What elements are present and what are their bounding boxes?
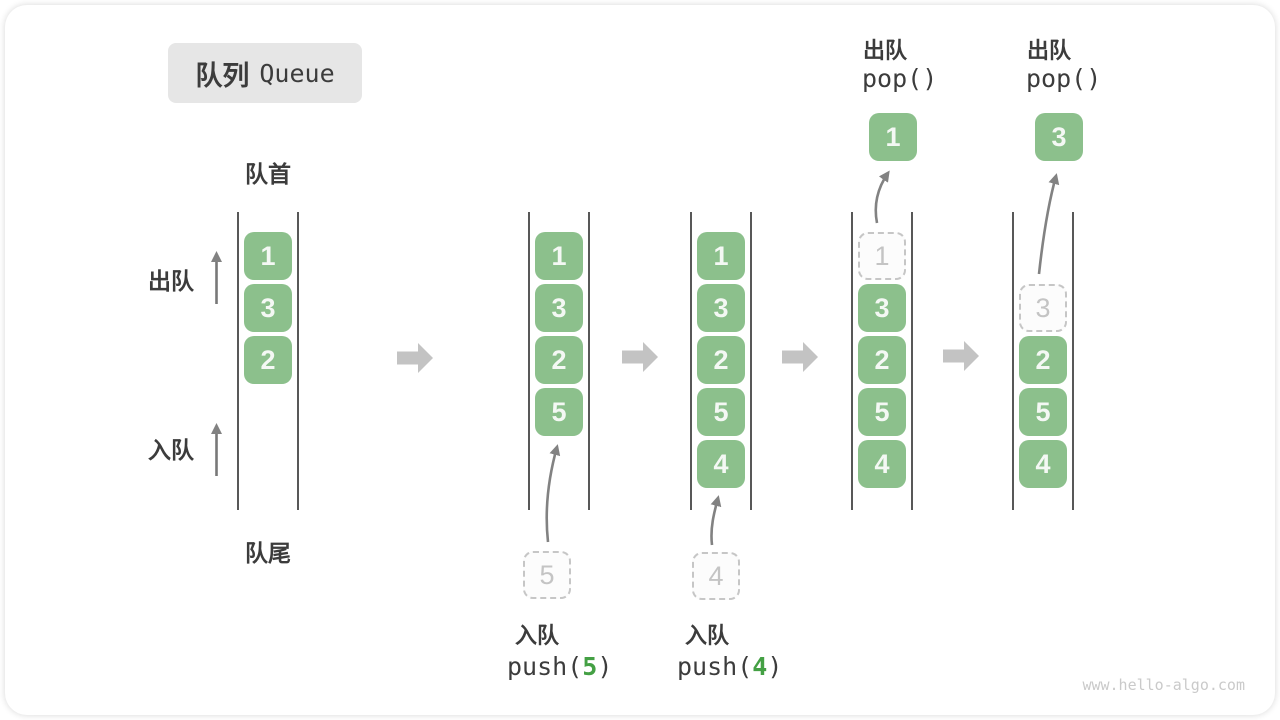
queue5-right-wall bbox=[1072, 212, 1074, 510]
label-queue-front: 队首 bbox=[245, 161, 291, 187]
queue5-ghost-box: 3 bbox=[1019, 284, 1067, 332]
title-en: Queue bbox=[259, 58, 335, 88]
queue3-left-wall bbox=[690, 212, 692, 510]
queue4-block-0: 3 bbox=[858, 284, 906, 332]
title-zh: 队列 bbox=[195, 60, 250, 91]
queue5-op-label: 出队 bbox=[1027, 38, 1072, 63]
queue1-block-2: 2 bbox=[244, 336, 292, 384]
queue4-block-2: 5 bbox=[858, 388, 906, 436]
queue2-block-2: 2 bbox=[535, 336, 583, 384]
queue4-block-1: 2 bbox=[858, 336, 906, 384]
queue4-right-wall bbox=[911, 212, 913, 510]
queue3-code-open: push( bbox=[677, 652, 753, 681]
label-queue-rear: 队尾 bbox=[245, 540, 291, 566]
queue2-left-wall bbox=[528, 212, 530, 510]
queue5-op-code: pop() bbox=[1026, 64, 1102, 93]
queue2-code-close: ) bbox=[597, 652, 613, 681]
title-badge: 队列 Queue bbox=[168, 43, 362, 103]
queue3-code-close: ) bbox=[767, 652, 783, 681]
queue5-block-1: 5 bbox=[1019, 388, 1067, 436]
queue2-right-wall bbox=[588, 212, 590, 510]
queue3-block-3: 5 bbox=[697, 388, 745, 436]
queue1-block-1: 3 bbox=[244, 284, 292, 332]
diagram-canvas bbox=[5, 5, 1275, 715]
queue4-op-label: 出队 bbox=[863, 38, 908, 63]
queue1-right-wall bbox=[297, 212, 299, 510]
queue5-popped-block: 3 bbox=[1035, 113, 1083, 161]
queue2-code-arg: 5 bbox=[582, 652, 598, 681]
label-enqueue-side: 入队 bbox=[148, 437, 194, 463]
queue1-block-0: 1 bbox=[244, 232, 292, 280]
queue2-block-3: 5 bbox=[535, 388, 583, 436]
queue2-block-0: 1 bbox=[535, 232, 583, 280]
queue2-op-code: push(5) bbox=[507, 652, 612, 681]
queue3-block-0: 1 bbox=[697, 232, 745, 280]
queue3-right-wall bbox=[750, 212, 752, 510]
queue2-ghost-box: 5 bbox=[523, 551, 571, 599]
watermark: www.hello-algo.com bbox=[1082, 676, 1245, 694]
queue3-op-code: push(4) bbox=[677, 652, 782, 681]
queue5-block-0: 2 bbox=[1019, 336, 1067, 384]
queue4-block-3: 4 bbox=[858, 440, 906, 488]
queue3-block-1: 3 bbox=[697, 284, 745, 332]
queue3-code-arg: 4 bbox=[752, 652, 768, 681]
queue5-left-wall bbox=[1012, 212, 1014, 510]
queue4-popped-block: 1 bbox=[869, 113, 917, 161]
queue2-op-label: 入队 bbox=[515, 623, 560, 648]
queue5-block-2: 4 bbox=[1019, 440, 1067, 488]
queue4-op-code: pop() bbox=[862, 64, 938, 93]
queue2-block-1: 3 bbox=[535, 284, 583, 332]
queue3-block-4: 4 bbox=[697, 440, 745, 488]
queue4-ghost-box: 1 bbox=[858, 232, 906, 280]
queue3-block-2: 2 bbox=[697, 336, 745, 384]
queue4-left-wall bbox=[851, 212, 853, 510]
queue3-ghost-box: 4 bbox=[692, 552, 740, 600]
queue3-op-label: 入队 bbox=[685, 623, 730, 648]
queue2-code-open: push( bbox=[507, 652, 583, 681]
queue1-left-wall bbox=[237, 212, 239, 510]
label-dequeue-side: 出队 bbox=[148, 268, 194, 294]
